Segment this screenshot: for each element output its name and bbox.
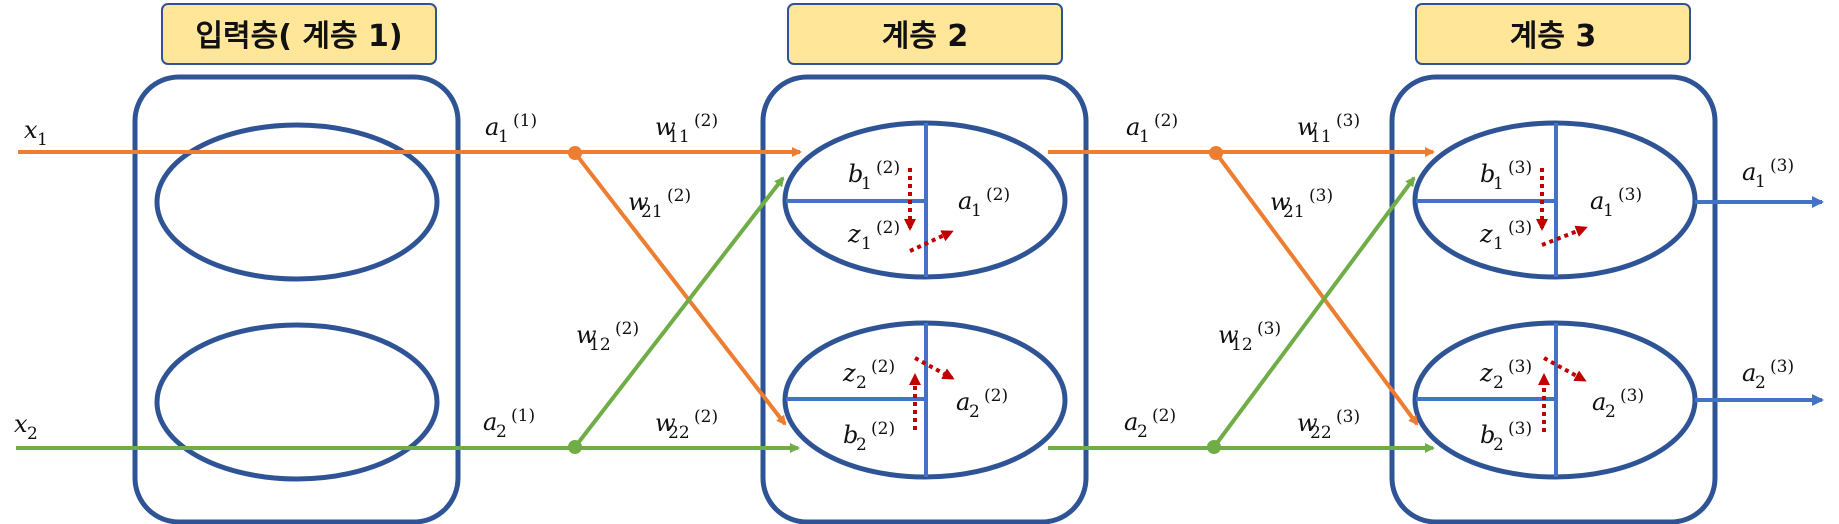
label-x1: x1 bbox=[24, 116, 48, 150]
label-z2-3: z2(3) bbox=[1479, 357, 1532, 393]
label-x2: x2 bbox=[14, 410, 38, 444]
label-a1-3-inner: a1(3) bbox=[1590, 185, 1642, 221]
label-a1-2-inner: a1(2) bbox=[958, 185, 1010, 221]
label-a2-2-out: a2(2) bbox=[1124, 406, 1176, 442]
node-dot-orange-2 bbox=[1209, 146, 1223, 160]
label-a1-2-out: a1(2) bbox=[1126, 111, 1178, 147]
node-dot-green-2 bbox=[1207, 440, 1221, 454]
label-a2-3-out: a2(3) bbox=[1742, 357, 1794, 393]
node-dot-orange-1 bbox=[568, 146, 582, 160]
label-a1-3-out: a1(3) bbox=[1742, 156, 1794, 192]
dotted-arrow-z2-to-a2-l2 bbox=[914, 356, 955, 380]
label-a2-1: a2(1) bbox=[483, 406, 535, 442]
dotted-arrow-z1-to-a1-l2 bbox=[909, 230, 954, 253]
node-dot-green-1 bbox=[568, 440, 582, 454]
label-w21-3: w21(3) bbox=[1270, 186, 1333, 222]
header-layer2-label: 계층 2 bbox=[882, 19, 969, 54]
dotted-arrow-z1-to-a1-l3 bbox=[1541, 225, 1588, 247]
input-neuron-1 bbox=[154, 122, 440, 282]
header-layer2: 계층 2 bbox=[787, 3, 1063, 65]
label-a2-3-inner: a2(3) bbox=[1592, 386, 1644, 422]
label-z1-2: z1(2) bbox=[847, 218, 900, 254]
label-b1-3: b1(3) bbox=[1480, 158, 1532, 194]
math-labels: x1 x2 a1(1) a2(1) w11(2) w21(2) w12(2) w… bbox=[14, 111, 1794, 455]
layer2-box bbox=[760, 74, 1089, 524]
label-a1-1: a1(1) bbox=[485, 111, 537, 147]
label-w11-3: w11(3) bbox=[1297, 111, 1360, 147]
header-layer1: 입력층( 계층 1) bbox=[161, 3, 437, 65]
label-w22-2: w22(2) bbox=[655, 407, 718, 443]
edge-w21-3 bbox=[1214, 151, 1419, 426]
label-b1-2: b1(2) bbox=[848, 158, 900, 194]
label-w22-3: w22(3) bbox=[1297, 407, 1360, 443]
label-w12-2: w12(2) bbox=[576, 319, 639, 355]
header-layer1-label: 입력층( 계층 1) bbox=[195, 19, 402, 54]
edge-w21-2 bbox=[573, 151, 787, 426]
layer1-box bbox=[132, 74, 461, 524]
dotted-arrow-z2-to-a2-l3 bbox=[1543, 356, 1587, 382]
edge-w12-2 bbox=[573, 176, 785, 449]
layer3-box bbox=[1389, 74, 1718, 524]
layer3-neuron-2 bbox=[1412, 320, 1698, 480]
label-w11-2: w11(2) bbox=[655, 111, 718, 147]
label-a2-2-inner: a2(2) bbox=[956, 386, 1008, 422]
layer2-neuron-1 bbox=[782, 120, 1068, 280]
label-b2-3: b2(3) bbox=[1480, 419, 1532, 455]
label-w21-2: w21(2) bbox=[628, 186, 691, 222]
edge-w12-3 bbox=[1212, 176, 1416, 449]
input-neuron-2 bbox=[154, 322, 440, 482]
header-layer3: 계층 3 bbox=[1415, 3, 1691, 65]
header-layer3-label: 계층 3 bbox=[1510, 19, 1597, 54]
label-w12-3: w12(3) bbox=[1218, 319, 1281, 355]
label-b2-2: b2(2) bbox=[843, 419, 895, 455]
label-z2-2: z2(2) bbox=[842, 357, 895, 393]
layer2-neuron-2 bbox=[782, 320, 1068, 480]
label-z1-3: z1(3) bbox=[1479, 218, 1532, 254]
layer3-neuron-1 bbox=[1412, 120, 1698, 280]
